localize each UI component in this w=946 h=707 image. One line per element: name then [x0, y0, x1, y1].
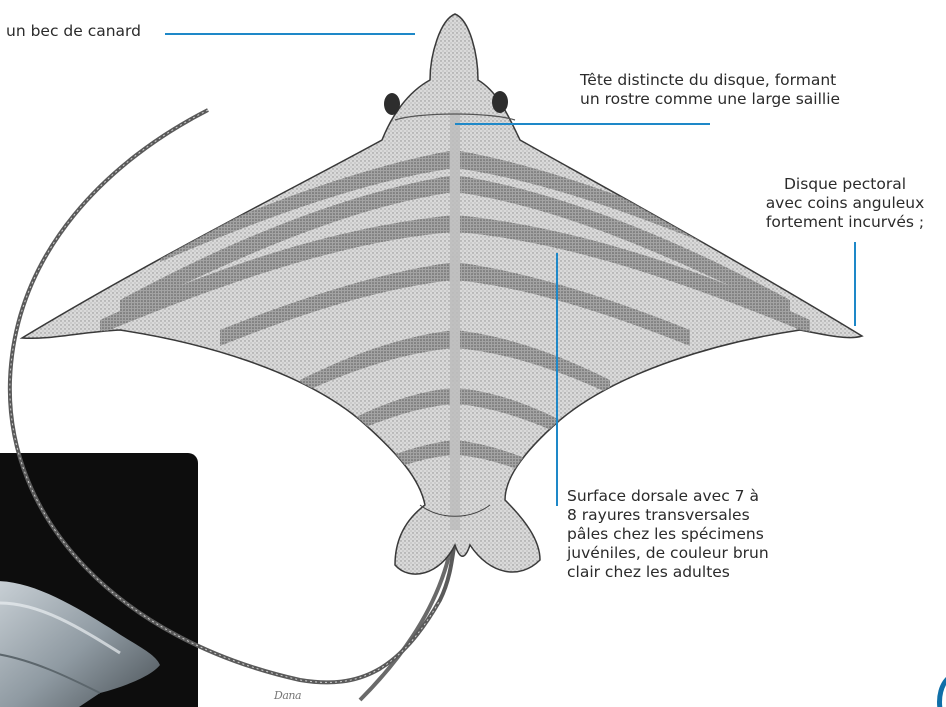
- label-disque-line-3: fortement incurvés ;: [746, 213, 944, 232]
- label-surface-line-1: Surface dorsale avec 7 à: [567, 487, 769, 506]
- label-disque-line-1: Disque pectoral: [746, 175, 944, 194]
- label-surface: Surface dorsale avec 7 à 8 rayures trans…: [567, 487, 769, 582]
- leader-disque: [854, 242, 856, 326]
- label-bec-line: un bec de canard: [6, 22, 141, 41]
- leader-bec: [165, 33, 415, 35]
- leader-tete: [455, 123, 710, 125]
- label-surface-line-3: pâles chez les spécimens: [567, 525, 769, 544]
- artist-signature: Dana: [274, 689, 301, 702]
- label-tete: Tête distincte du disque, formant un ros…: [580, 71, 880, 109]
- label-surface-line-5: clair chez les adultes: [567, 563, 769, 582]
- label-disque: Disque pectoral avec coins anguleux fort…: [746, 175, 944, 232]
- label-surface-line-4: juvéniles, de couleur brun: [567, 544, 769, 563]
- label-tete-line-2: un rostre comme une large saillie: [580, 90, 880, 109]
- label-surface-line-2: 8 rayures transversales: [567, 506, 769, 525]
- label-disque-line-2: avec coins anguleux: [746, 194, 944, 213]
- label-tete-line-1: Tête distincte du disque, formant: [580, 71, 880, 90]
- leader-surface: [556, 253, 558, 506]
- label-bec-de-canard: un bec de canard: [6, 22, 141, 41]
